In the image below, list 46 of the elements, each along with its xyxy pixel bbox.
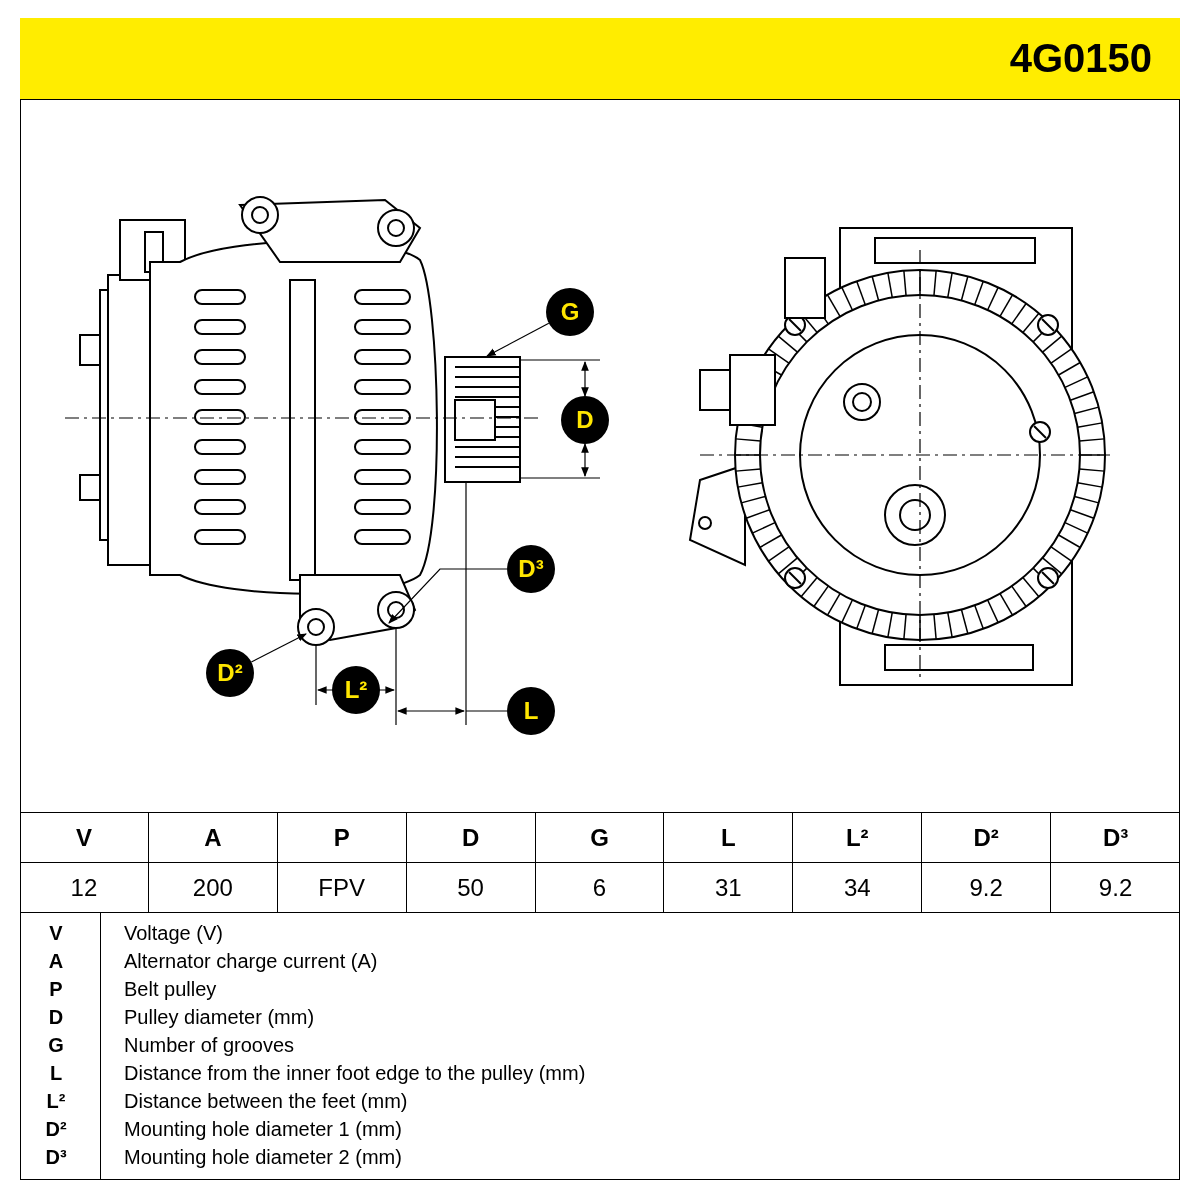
table-cell: 200: [148, 863, 278, 912]
callout-label: D²: [206, 649, 254, 697]
table-header-cell-text: D³: [1101, 822, 1130, 853]
table-header-cell: G: [535, 813, 665, 862]
key-symbol: L: [48, 1062, 64, 1085]
key-description: Mounting hole diameter 1 (mm): [124, 1118, 402, 1141]
dimension-label: D: [561, 396, 609, 444]
key-symbol: G: [47, 1034, 65, 1057]
table-header-cell: D: [406, 813, 536, 862]
table-header-cell: V: [20, 813, 149, 862]
table-cell: 9.2: [922, 863, 1052, 912]
key-description: Distance between the feet (mm): [124, 1090, 408, 1113]
key-description: Alternator charge current (A): [124, 950, 378, 973]
callout-label: G: [546, 288, 594, 336]
key-symbol: P: [48, 978, 64, 1001]
table-cell-text: 9.2: [1097, 872, 1134, 903]
table-cell: 50: [406, 863, 536, 912]
dimension-label: L: [507, 687, 555, 735]
part-number: 4G0150: [1009, 36, 1152, 81]
key-description: Belt pulley: [124, 978, 217, 1001]
dimension-label: L²: [332, 666, 380, 714]
key-description: Mounting hole diameter 2 (mm): [124, 1146, 402, 1169]
key-description: Voltage (V): [124, 922, 223, 945]
key-description: Number of grooves: [124, 1034, 295, 1057]
table-cell: 6: [535, 863, 665, 912]
key-symbol: D²: [44, 1118, 68, 1141]
callout-label: D³: [507, 545, 555, 593]
table-header-cell: L²: [793, 813, 923, 862]
key-description: Distance from the inner foot edge to the pulley (mm): [124, 1062, 586, 1085]
table-header-cell: D²: [922, 813, 1052, 862]
key-symbol: D³: [44, 1146, 68, 1169]
table-header-cell: A: [148, 813, 278, 862]
table-cell: 12: [20, 863, 149, 912]
key-symbol: V: [48, 922, 64, 945]
key-symbol: D: [47, 1006, 65, 1029]
table-cell: FPV: [277, 863, 407, 912]
leader-line: [486, 322, 550, 357]
leader-line: [250, 633, 307, 663]
table-header-cell: L: [664, 813, 794, 862]
key-symbol: L²: [45, 1090, 67, 1113]
key-description: Pulley diameter (mm): [124, 1006, 315, 1029]
leader-line: [388, 568, 508, 624]
table-cell: 31: [664, 863, 794, 912]
table-cell: 34: [793, 863, 923, 912]
key-symbol: A: [47, 950, 65, 973]
table-header-cell: P: [277, 813, 407, 862]
